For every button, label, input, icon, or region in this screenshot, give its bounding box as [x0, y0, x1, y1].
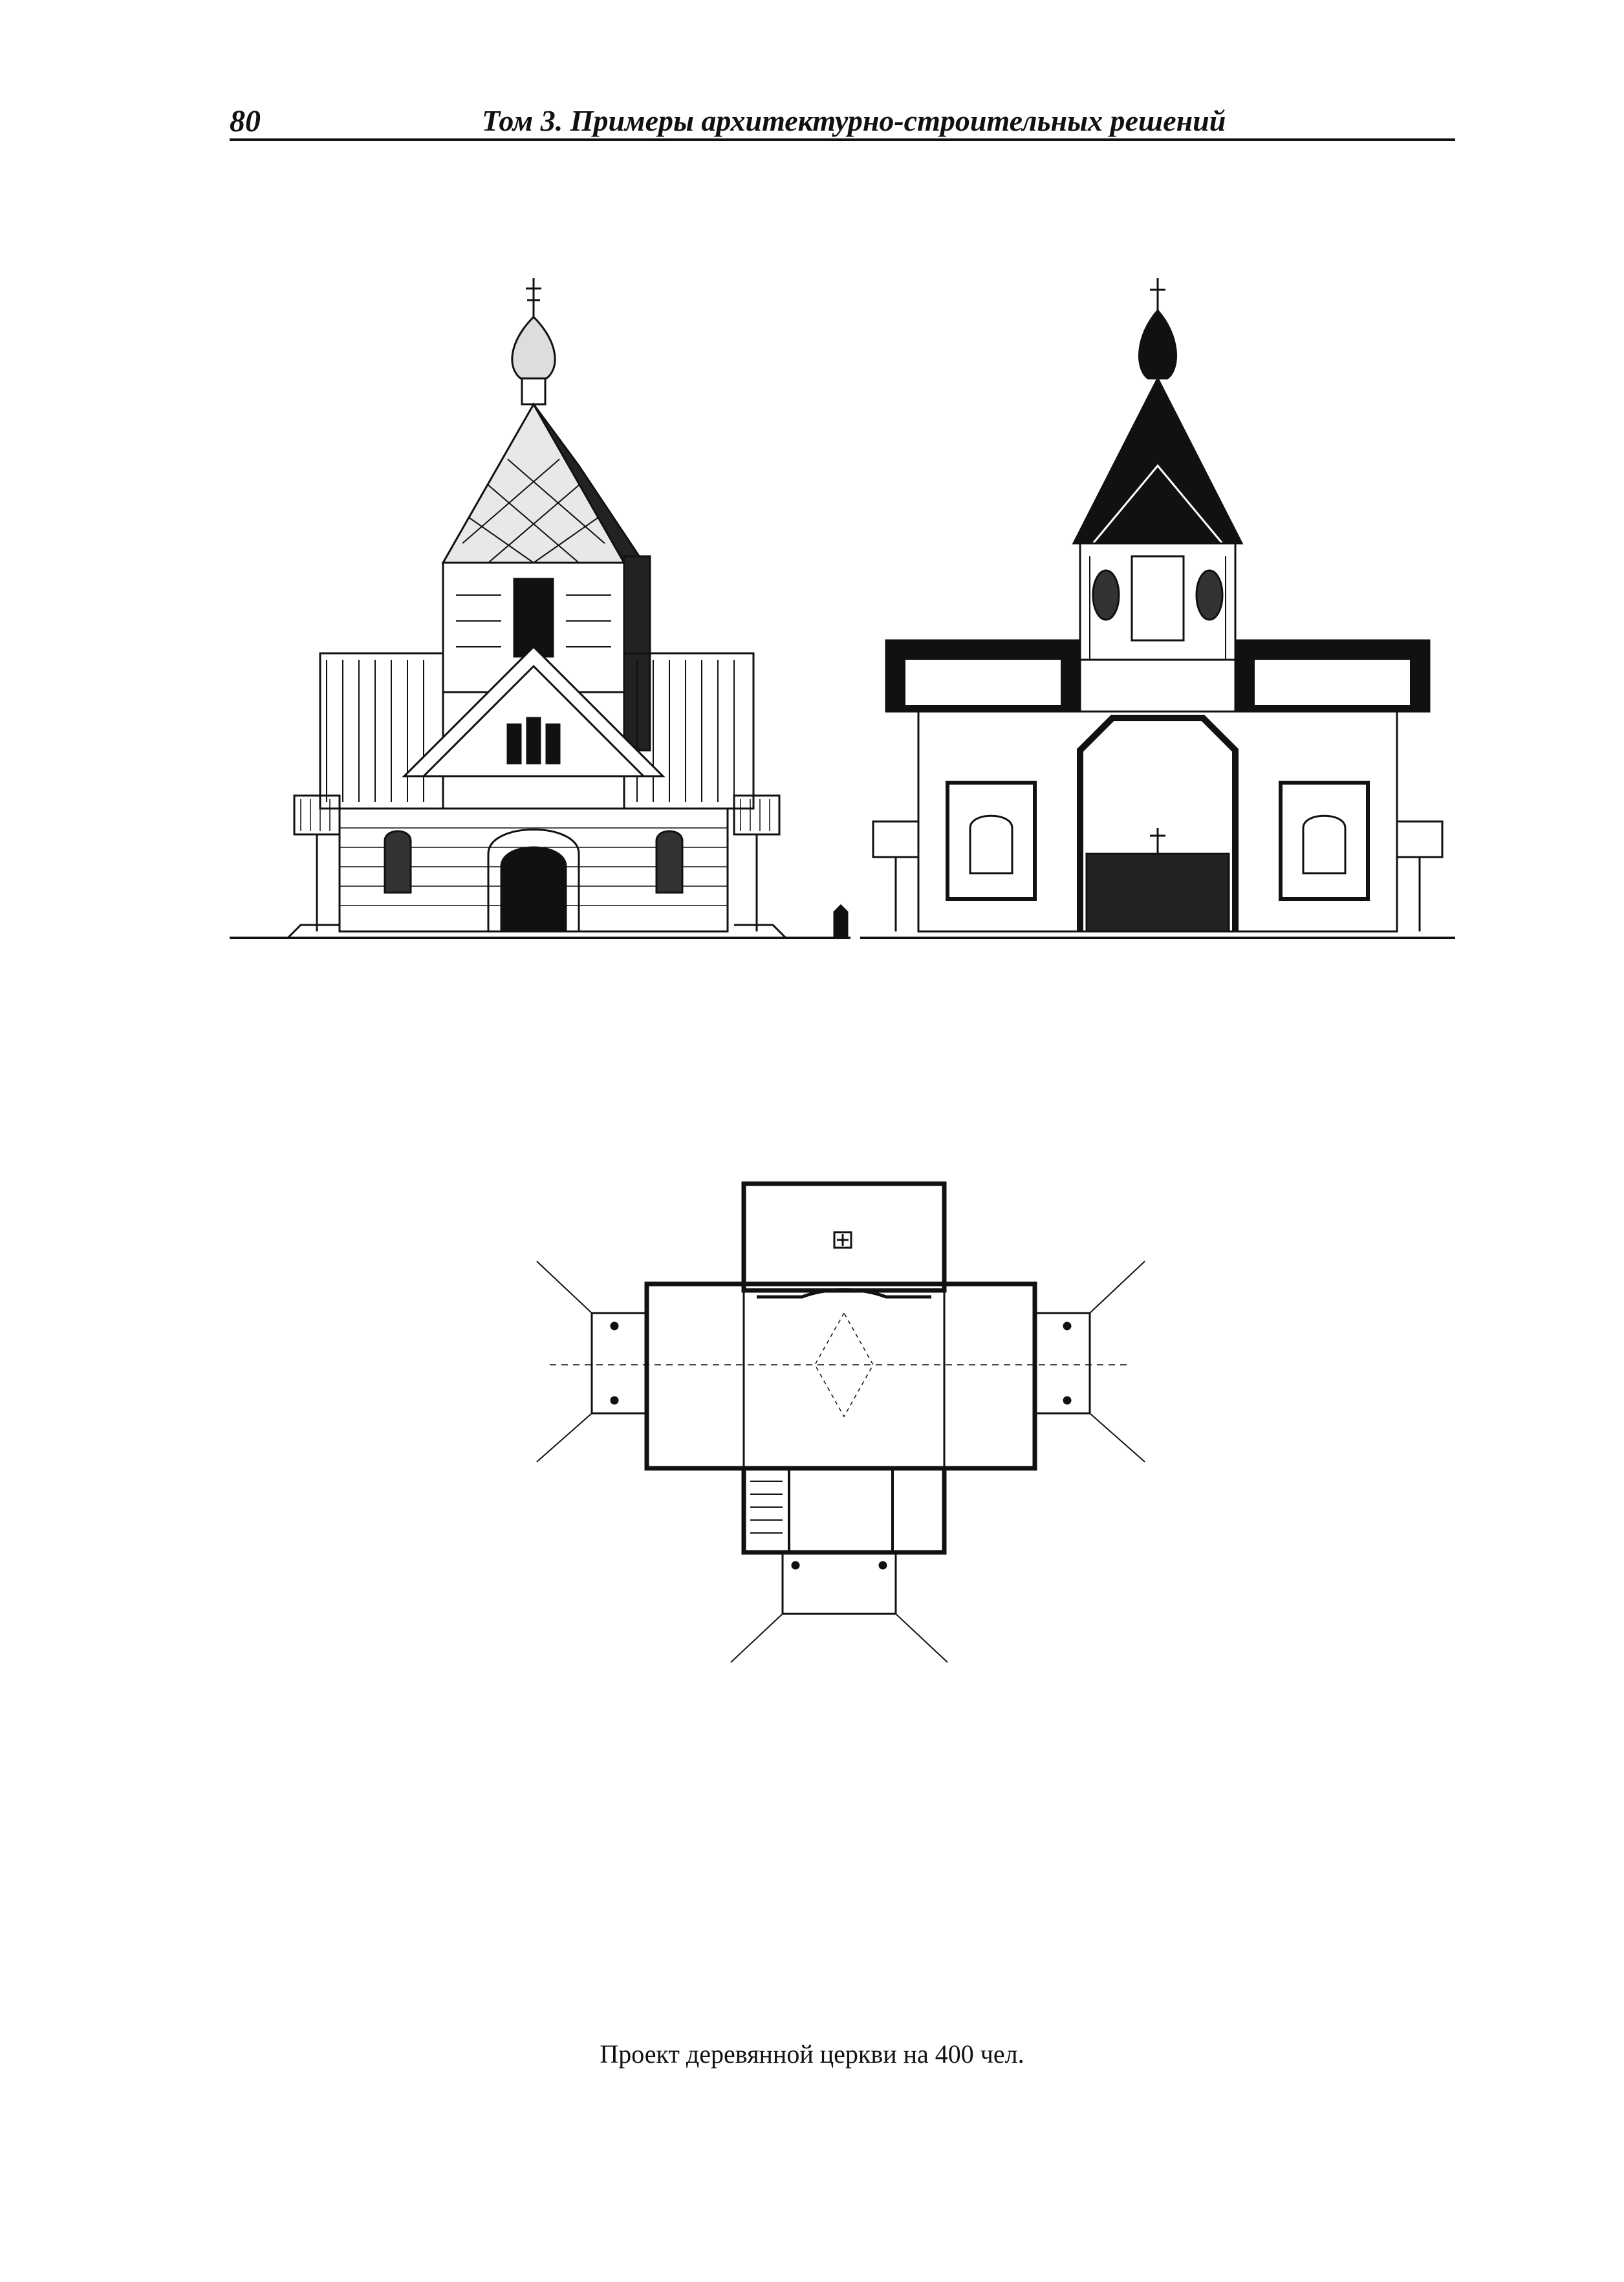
figure-caption: Проект деревянной церкви на 400 чел.: [600, 2039, 1024, 2069]
church-section-drawing-icon: [860, 278, 1455, 939]
section-drawing: [860, 272, 1455, 951]
running-head-title: Том 3. Примеры архитектурно-строительных…: [482, 104, 1226, 137]
church-facade-drawing-icon: [230, 278, 850, 939]
page-number: 80: [230, 104, 261, 138]
floor-plan-drawing: [530, 1171, 1164, 1688]
church-floor-plan-drawing-icon: [536, 1181, 1145, 1663]
front-elevation-drawing: [230, 272, 850, 951]
header-rule: [230, 138, 1455, 141]
running-head: 80 Том 3. Примеры архитектурно-строитель…: [230, 103, 1455, 144]
